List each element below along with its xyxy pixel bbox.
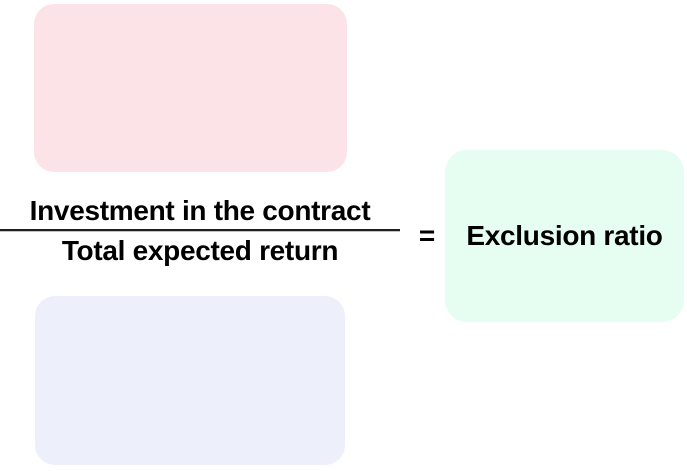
- numerator-highlight-box: [34, 4, 347, 172]
- denominator-label: Total expected return: [61, 235, 339, 266]
- result-box: Exclusion ratio: [445, 150, 684, 322]
- fraction-line: [0, 229, 400, 231]
- denominator-highlight-box: [35, 296, 345, 465]
- numerator-label: Investment in the contract: [29, 195, 371, 226]
- result-label: Exclusion ratio: [466, 220, 663, 251]
- equals-sign: =: [418, 220, 436, 251]
- fraction: Investment in the contract Total expecte…: [0, 193, 400, 269]
